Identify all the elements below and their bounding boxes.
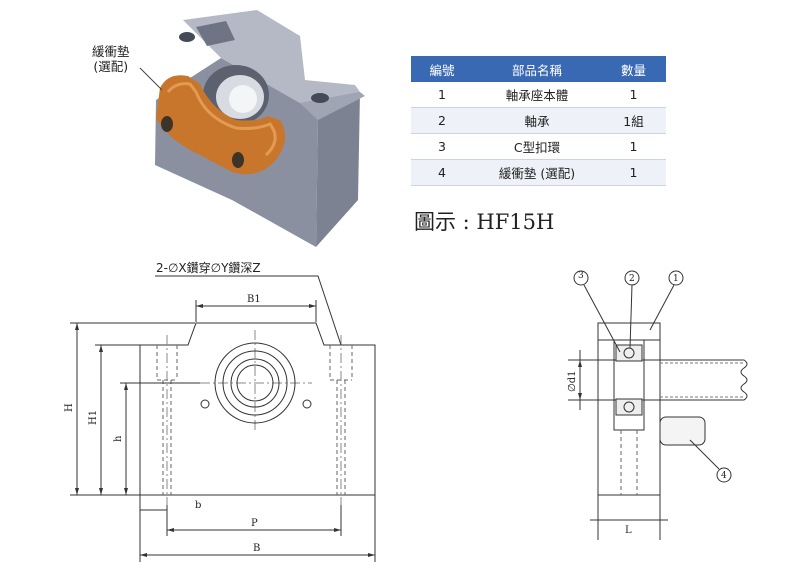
dim-b1: B1 <box>247 294 261 305</box>
table-row: 4 緩衝墊 (選配) 1 <box>411 159 666 186</box>
balloon-3: 3 <box>578 271 584 281</box>
row-name: 緩衝墊 (選配) <box>473 159 601 186</box>
row-qty: 1 <box>601 133 666 160</box>
balloon-1: 1 <box>673 274 679 284</box>
row-name: C型扣環 <box>473 133 601 160</box>
dim-h1: H1 <box>88 410 99 425</box>
hole-note: 2-∅X鑽穿∅Y鑽深Z <box>156 261 261 275</box>
balloon-2: 2 <box>629 274 635 284</box>
dim-p: P <box>251 518 258 529</box>
row-no: 4 <box>411 159 473 186</box>
balloon-4: 4 <box>721 471 727 481</box>
row-qty: 1組 <box>601 107 666 134</box>
table-row: 3 C型扣環 1 <box>411 133 666 160</box>
cushion-callout: 緩衝墊 (選配) <box>92 44 130 74</box>
row-no: 1 <box>411 82 473 108</box>
row-qty: 1 <box>601 82 666 108</box>
parts-table: 編號 部品名稱 數量 1 軸承座本體 1 2 軸承 1組 3 C型扣環 1 4 … <box>411 56 666 186</box>
dim-b-total: B <box>253 543 260 554</box>
table-row: 1 軸承座本體 1 <box>411 82 666 108</box>
cushion-callout-line2: (選配) <box>93 59 129 74</box>
row-name: 軸承座本體 <box>473 82 601 108</box>
header-qty: 數量 <box>601 56 666 82</box>
figure-caption: 圖示 : HF15H <box>414 210 555 234</box>
cushion-callout-line1: 緩衝墊 <box>92 44 130 59</box>
dim-b: b <box>195 500 201 511</box>
row-qty: 1 <box>601 159 666 186</box>
row-no: 3 <box>411 133 473 160</box>
header-part-name: 部品名稱 <box>473 56 601 82</box>
table-row: 2 軸承 1組 <box>411 107 666 134</box>
parts-table-header: 編號 部品名稱 數量 <box>411 56 666 82</box>
dim-h: h <box>113 435 124 442</box>
header-no: 編號 <box>411 56 473 82</box>
row-name: 軸承 <box>473 107 601 134</box>
row-no: 2 <box>411 107 473 134</box>
dim-d1: ∅d1 <box>567 371 578 392</box>
dim-h-total: H <box>64 403 75 412</box>
dim-l: L <box>625 525 632 536</box>
